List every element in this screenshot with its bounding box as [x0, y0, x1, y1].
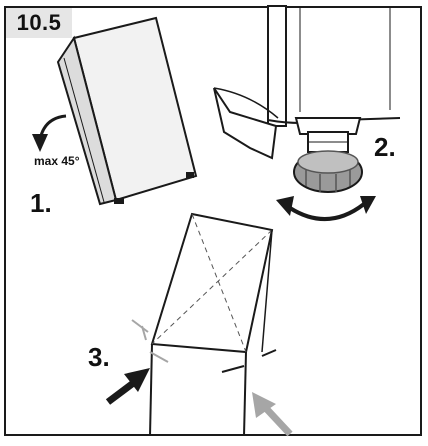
rotation-arrows-icon [276, 196, 376, 221]
tilt-limit-label: max 45° [34, 154, 80, 168]
diagram-border [4, 6, 422, 436]
adjustable-foot-icon [213, 5, 401, 193]
section-number: 10.5 [6, 8, 72, 38]
tilt-direction-arrow-icon [32, 114, 67, 152]
level-check-icon [131, 212, 277, 437]
push-arrow-icon [105, 368, 293, 437]
step-2-label: 2. [374, 132, 396, 162]
step-1-label: 1. [30, 188, 52, 218]
step-3-label: 3. [88, 342, 110, 372]
tilted-appliance-icon [56, 16, 198, 206]
